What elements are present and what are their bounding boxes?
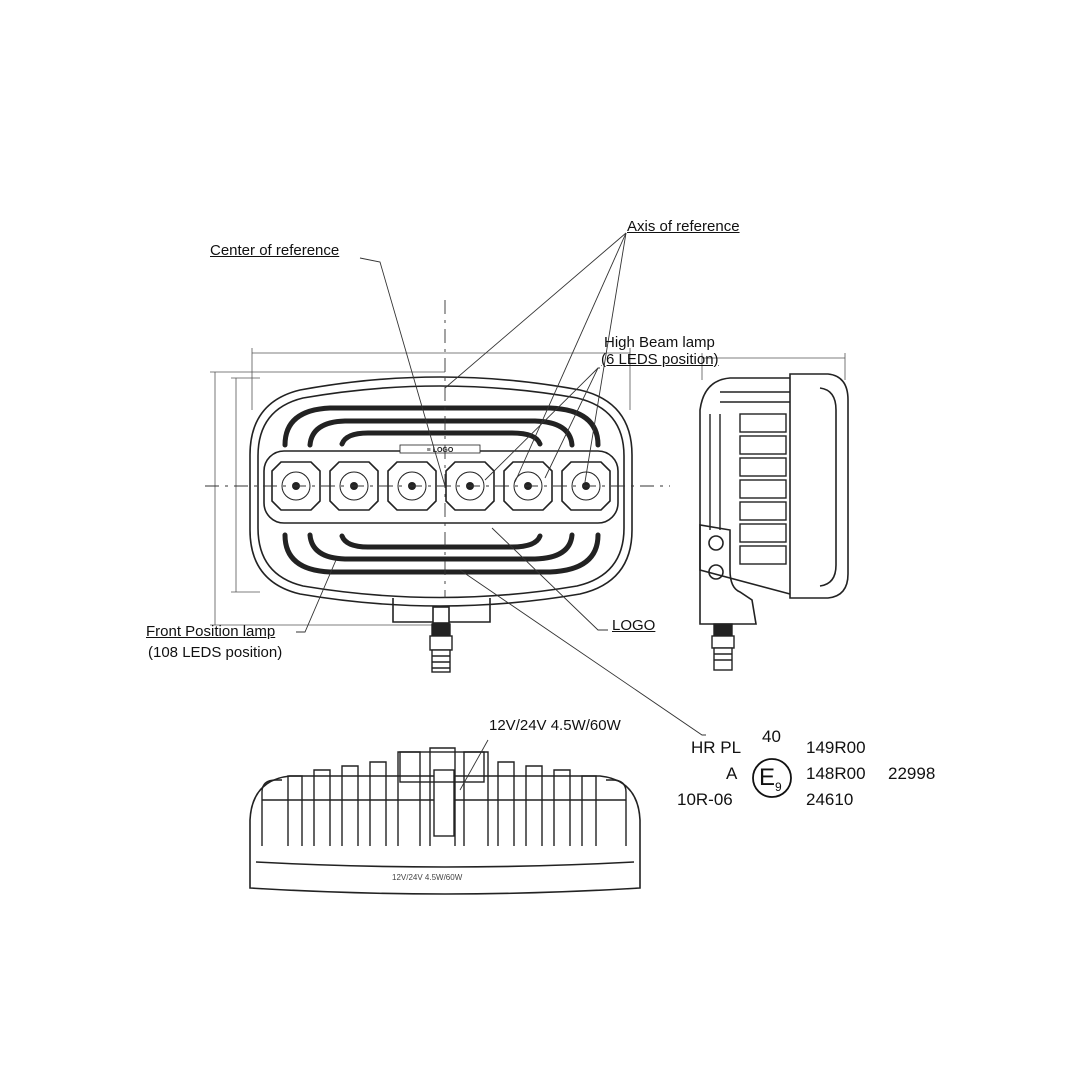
approval-24610: 24610 [806, 790, 854, 809]
side-bracket [699, 524, 757, 625]
leader-axis-3 [584, 232, 627, 483]
front-dimension-lines [210, 348, 631, 626]
reference-axes [205, 300, 670, 598]
high-beam-led-reflector [281, 471, 311, 501]
high-beam-led-reflector [571, 471, 601, 501]
approval-hr-pl: HR PL [691, 738, 742, 757]
e-mark-circle [752, 758, 792, 798]
leader-logo [491, 527, 608, 631]
side-pivot-bottom [708, 564, 724, 580]
label-rating-top: 12V/24V 4.5W/60W [489, 717, 621, 734]
bottom-housing [249, 775, 641, 895]
leader-axis-1 [444, 232, 627, 389]
front-housing-inner [257, 385, 625, 599]
approval-40: 40 [762, 727, 781, 746]
side-bolt [711, 623, 735, 671]
label-high-beam-leds: (6 LEDS position) [601, 351, 719, 368]
approval-10r-06: 10R-06 [677, 790, 733, 809]
label-logo: LOGO [612, 617, 656, 634]
high-beam-led-reflector [455, 471, 485, 501]
side-fins [709, 391, 790, 565]
rating-leader [459, 739, 489, 791]
logo-mark: ≡ LOGO [427, 447, 454, 454]
high-beam-led-reflector [513, 471, 543, 501]
approval-e-sub: 9 [775, 780, 782, 794]
front-view: ≡ LOGO [210, 348, 633, 673]
side-view [699, 353, 849, 671]
label-front-position-leds: (108 LEDS position) [148, 644, 283, 661]
logo-band [399, 444, 481, 454]
high-beam-led-reflector [397, 471, 427, 501]
upper-position-light-bars [282, 405, 601, 448]
high-beam-led-reflector [339, 471, 369, 501]
approval-148r00: 148R00 [806, 764, 866, 783]
label-center-of-reference: Center of reference [210, 242, 340, 259]
leader-approval [459, 569, 706, 736]
mount-bolt [429, 623, 453, 673]
approval-e-mark: E9 [759, 764, 782, 794]
label-axis-of-reference: Axis of reference [627, 218, 740, 235]
lower-position-light-bars [282, 532, 601, 575]
side-lens-body [789, 373, 849, 599]
side-pivot-top [708, 535, 724, 551]
front-housing-outer [249, 376, 633, 607]
label-front-position-lamp: Front Position lamp [146, 623, 276, 640]
leader-front-position [296, 559, 337, 633]
label-high-beam-lamp: High Beam lamp [604, 334, 715, 351]
label-rating-bottom: 12V/24V 4.5W/60W [392, 873, 463, 882]
approval-149r00: 149R00 [806, 738, 866, 757]
leader-lines [296, 232, 706, 736]
approval-22998: 22998 [888, 764, 936, 783]
leader-center-of-reference [359, 257, 446, 487]
bottom-fins [261, 747, 627, 846]
side-housing [699, 377, 791, 595]
mount-stud [432, 606, 450, 624]
approval-a: A [726, 764, 738, 783]
leader-axis-2 [514, 232, 627, 483]
bottom-view [249, 739, 641, 895]
side-dimension-lines [701, 353, 846, 380]
